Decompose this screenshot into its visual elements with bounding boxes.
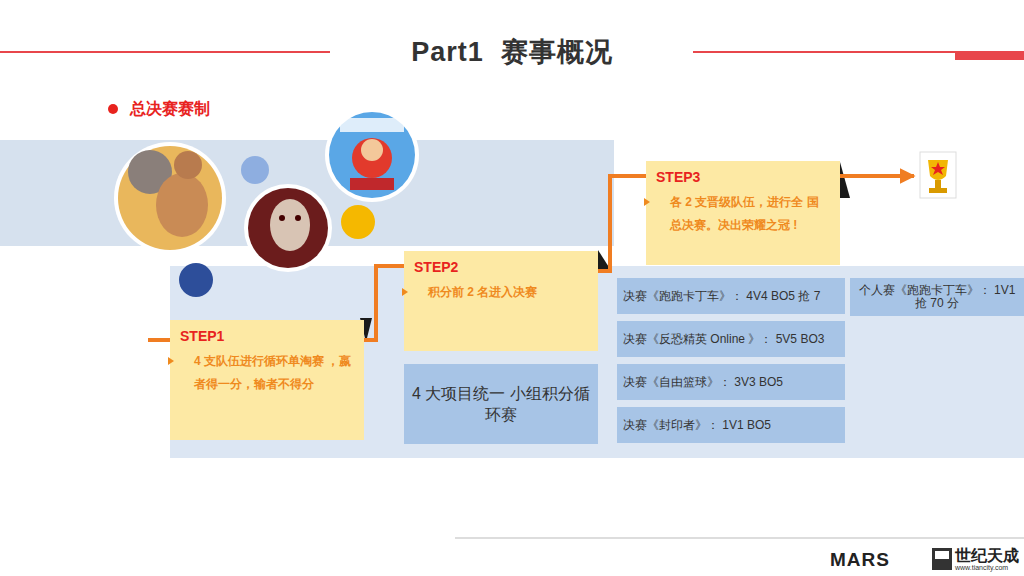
logo-mark: [932, 548, 952, 570]
deco-circle: [341, 205, 375, 239]
logo-url: www.tiancity.com: [955, 564, 1008, 571]
box-label: 决赛《反恐精英 Online 》： 5V5 BO3: [623, 333, 824, 346]
info-box: 决赛《自由篮球》： 3V3 BO5: [617, 364, 845, 400]
step-description: 4 支队伍进行循环单淘赛 ，嬴者得一分，输者不得分: [180, 350, 354, 396]
step-description: 积分前 2 名进入决赛: [414, 281, 588, 304]
step-connector: [364, 266, 404, 340]
bullet-arrow: [402, 288, 408, 296]
step-heading: STEP3: [656, 169, 830, 185]
fold-triangle: [840, 162, 850, 198]
step-box: STEP3 各 2 支晋级队伍，进行全 国总决赛。决出荣耀之冠 !: [646, 161, 840, 265]
deco-circle: [179, 263, 213, 297]
logo-text: MARS: [830, 549, 890, 571]
box-label: 决赛《封印者》： 1V1 BO5: [623, 419, 771, 432]
finish-arrow: [840, 174, 914, 178]
footer-rule: [455, 538, 1024, 539]
bullet-dot: [108, 104, 118, 114]
step-connector: [598, 176, 646, 271]
info-box: 决赛《封印者》： 1V1 BO5: [617, 407, 845, 443]
page-title: Part1 赛事概况: [411, 34, 613, 70]
game-icon-zombie: [244, 184, 332, 272]
step-heading: STEP1: [180, 328, 354, 344]
box-label: 决赛《跑跑卡丁车》： 4V4 BO5 抢 7: [623, 290, 820, 303]
info-box: 决赛《跑跑卡丁车》： 4V4 BO5 抢 7: [617, 278, 845, 314]
step-box: STEP1 4 支队伍进行循环单淘赛 ，嬴者得一分，输者不得分: [170, 320, 364, 440]
logo-mark: [935, 551, 949, 559]
info-box: 决赛《反恐精英 Online 》： 5V5 BO3: [617, 321, 845, 357]
deco-circle: [241, 156, 269, 184]
game-icon-kart: [325, 108, 419, 202]
info-box: 个人赛《跑跑卡丁车》： 1V1 抢 70 分: [850, 278, 1024, 316]
box-label: 决赛《自由篮球》： 3V3 BO5: [623, 376, 783, 389]
step-heading: STEP2: [414, 259, 588, 275]
box-label: 4 大项目统一 小组积分循环赛: [410, 383, 592, 425]
logo-text: 世纪天成: [955, 546, 1019, 567]
info-box: 4 大项目统一 小组积分循环赛: [404, 364, 598, 444]
bullet-arrow: [644, 198, 650, 206]
header-bar: [955, 53, 1024, 60]
header-rule: [693, 51, 1024, 53]
header-rule: [0, 51, 330, 53]
game-icon-basketball: [114, 142, 226, 254]
box-label: 个人赛《跑跑卡丁车》： 1V1 抢 70 分: [856, 284, 1018, 310]
step-description: 各 2 支晋级队伍，进行全 国总决赛。决出荣耀之冠 !: [656, 191, 830, 237]
trophy-icon: [920, 152, 956, 198]
section-heading: 总决赛赛制: [130, 99, 210, 120]
step-box: STEP2 积分前 2 名进入决赛: [404, 251, 598, 351]
bullet-arrow: [168, 357, 174, 365]
lead-line: [148, 338, 170, 342]
